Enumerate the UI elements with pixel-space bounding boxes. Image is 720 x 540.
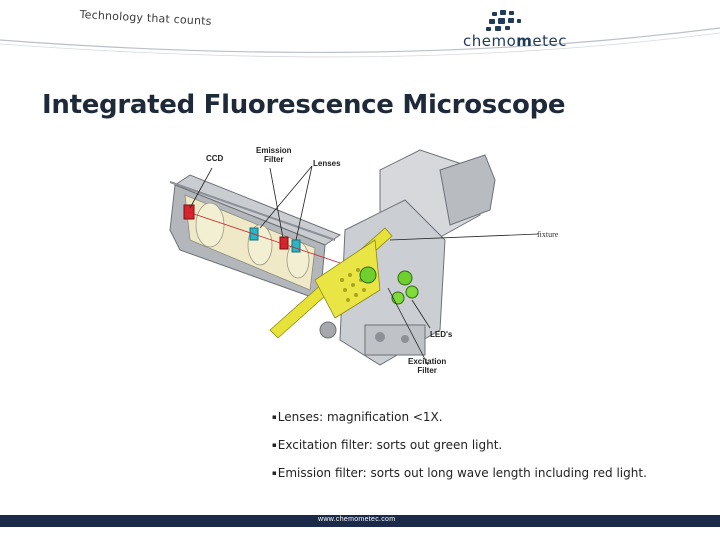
header-swoosh [0, 27, 720, 58]
microscope-cutaway-illustration [169, 149, 539, 366]
bullet-mark: ▪ [272, 469, 277, 477]
logo-text-part: etec [532, 32, 568, 50]
callout-emission-filter-line2: Filter [264, 155, 284, 164]
sample-holder [269, 227, 393, 339]
bullet-item: ▪Emission filter: sorts out long wave le… [272, 466, 647, 480]
footer-url: www.chemometec.com [318, 516, 396, 523]
bullet-item: ▪Lenses: magnification <1X. [272, 410, 647, 424]
callout-excitation-filter-line1: Excitation [408, 357, 447, 366]
bullet-item: ▪Excitation filter: sorts out green ligh… [272, 438, 647, 452]
callout-emission-filter: Emission Filter [256, 146, 292, 164]
footer-bar [0, 515, 720, 527]
bullet-mark: ▪ [272, 441, 277, 449]
callout-excitation-filter-line2: Filter [417, 366, 437, 375]
led-array [359, 266, 419, 305]
callout-fixture: fixture [537, 230, 559, 239]
right-housing [319, 149, 496, 366]
logo-dots-icon [486, 10, 521, 31]
lens-2 [291, 239, 301, 253]
callout-lines [189, 165, 539, 366]
callout-emission-filter-line1: Emission [256, 146, 292, 155]
logo-wordmark: chemometec [463, 32, 567, 50]
bullet-list: ▪Lenses: magnification <1X. ▪Excitation … [272, 410, 647, 494]
logo-text-part: chemo [463, 32, 517, 50]
bullet-text: Emission filter: sorts out long wave len… [277, 466, 647, 480]
callout-ccd: CCD [206, 154, 224, 163]
callout-lenses: Lenses [313, 159, 341, 168]
bullet-text: Lenses: magnification <1X. [277, 410, 443, 424]
callout-leds: LED's [430, 330, 453, 339]
bullet-text: Excitation filter: sorts out green light… [277, 438, 503, 452]
logo-text-highlight: m [516, 32, 533, 50]
callout-excitation-filter: Excitation Filter [408, 357, 446, 375]
slide-title: Integrated Fluorescence Microscope [42, 90, 566, 120]
bullet-mark: ▪ [272, 413, 277, 421]
